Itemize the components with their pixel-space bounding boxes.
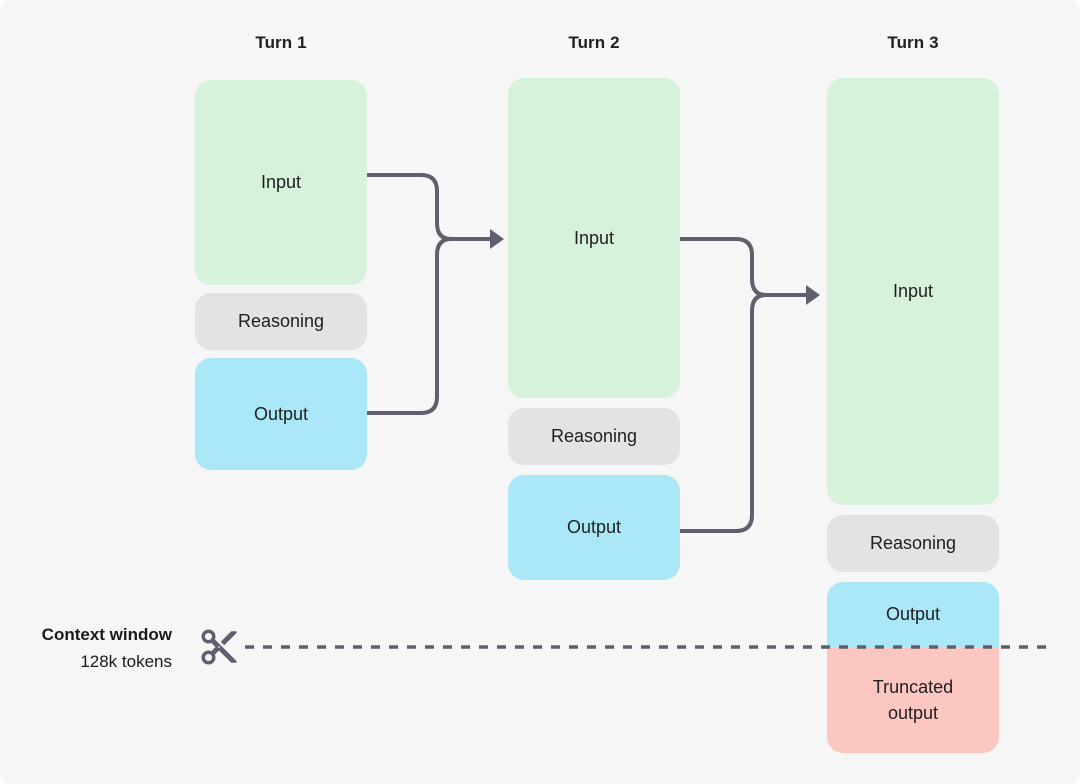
context-window-label: Context window 128k tokens <box>0 621 172 675</box>
turn3-truncated-output-box: Truncated output <box>827 647 999 753</box>
turn-2-header: Turn 2 <box>568 33 620 52</box>
turn3-input-box: Input <box>827 78 999 505</box>
turn3-truncated-output-label: Truncated output <box>872 677 954 723</box>
context-window-title: Context window <box>41 625 172 644</box>
turn2-output-label: Output <box>566 517 622 537</box>
turn2-reasoning-box: Reasoning <box>508 408 680 465</box>
turn2-input-label: Input <box>573 227 615 248</box>
turn3-reasoning-label: Reasoning <box>869 533 957 553</box>
turn2-reasoning-label: Reasoning <box>550 426 638 446</box>
turn2-input-box: Input <box>508 78 680 398</box>
arrow-turn2-to-turn3 <box>678 237 820 533</box>
turn1-input-box: Input <box>195 80 367 285</box>
turn-3-header: Turn 3 <box>887 33 939 52</box>
turn1-reasoning-box: Reasoning <box>195 293 367 350</box>
turn3-output-label: Output <box>885 604 941 624</box>
turn3-input-label: Input <box>892 281 934 301</box>
turn3-reasoning-box: Reasoning <box>827 515 999 572</box>
turn-1-header: Turn 1 <box>255 33 307 52</box>
scissors-icon <box>201 629 237 665</box>
turn1-output-box: Output <box>195 358 367 470</box>
turn3-output-box: Output <box>827 582 999 647</box>
turn2-output-box: Output <box>508 475 680 580</box>
turn1-input-label: Input <box>260 172 302 192</box>
turn1-output-label: Output <box>253 403 309 424</box>
context-window-subtitle: 128k tokens <box>80 652 172 671</box>
arrow-turn1-to-turn2 <box>364 173 504 415</box>
turn1-reasoning-label: Reasoning <box>237 311 325 331</box>
